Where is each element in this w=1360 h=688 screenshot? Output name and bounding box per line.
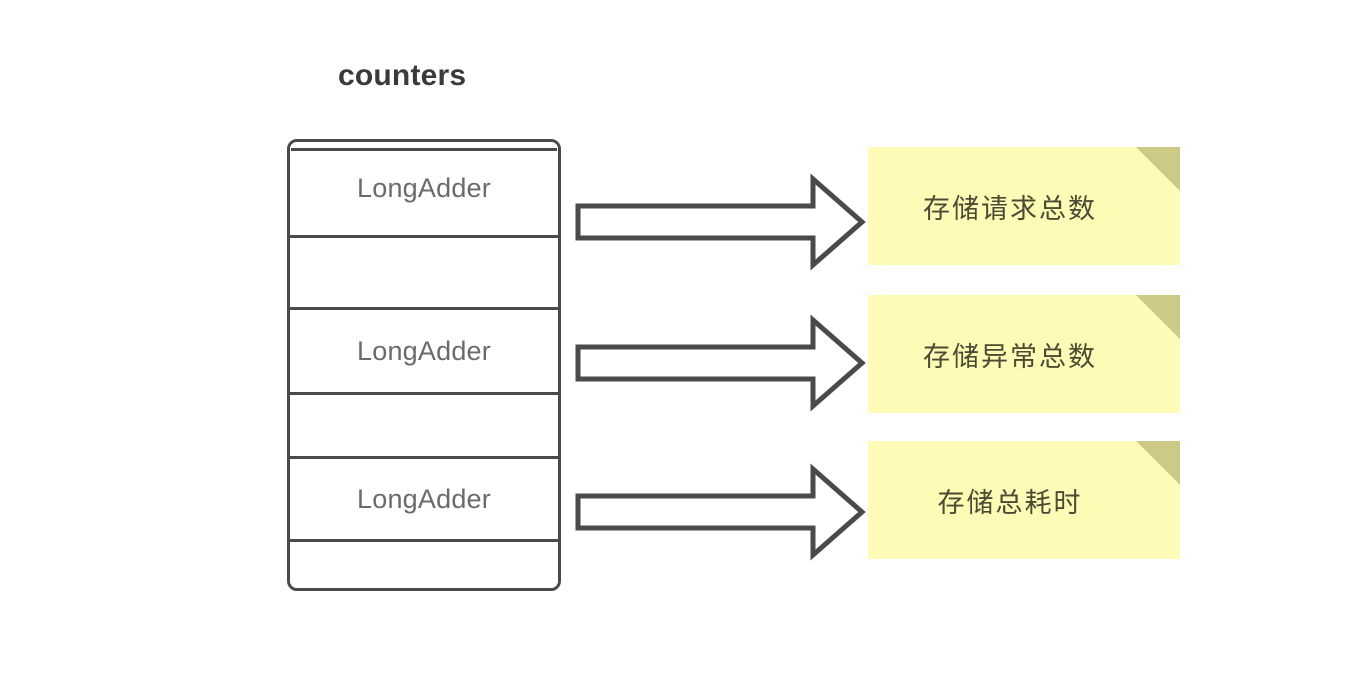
- sticky-note-text: 存储请求总数: [923, 193, 1097, 225]
- table-row-label: LongAdder: [357, 483, 491, 514]
- sticky-note: 存储异常总数: [868, 295, 1180, 413]
- sticky-note: 存储请求总数: [868, 147, 1180, 265]
- page-fold-icon: [1136, 441, 1180, 485]
- page-fold-icon: [1136, 147, 1180, 191]
- page-fold-icon: [1136, 295, 1180, 339]
- table-row: LongAdder: [290, 142, 558, 238]
- arrow-to-note-2: [575, 314, 866, 412]
- counters-table: LongAdder LongAdder LongAdder: [287, 139, 561, 591]
- table-row: [290, 238, 558, 310]
- table-row: LongAdder: [290, 310, 558, 395]
- sticky-note-text: 存储总耗时: [937, 487, 1083, 519]
- arrow-to-note-3: [575, 463, 866, 561]
- arrow-to-note-1: [575, 173, 866, 271]
- table-top-divider: [291, 148, 557, 151]
- table-row-label: LongAdder: [357, 335, 491, 366]
- sticky-note-text: 存储异常总数: [923, 341, 1097, 373]
- table-row-label: LongAdder: [357, 173, 491, 203]
- page-title: counters: [338, 59, 467, 92]
- table-row: [290, 542, 558, 588]
- sticky-note: 存储总耗时: [868, 441, 1180, 559]
- table-row: LongAdder: [290, 459, 558, 542]
- table-row: [290, 395, 558, 459]
